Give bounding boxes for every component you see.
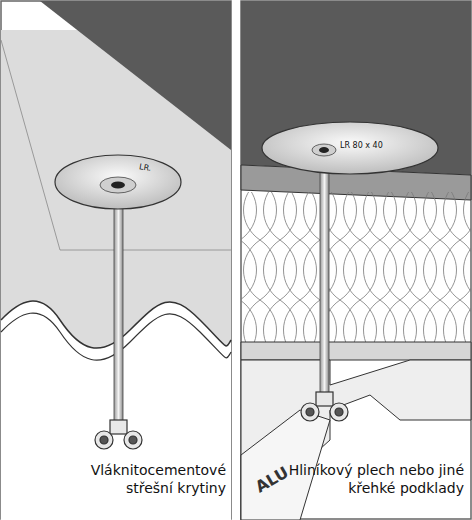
right-panel <box>241 1 471 520</box>
panel-caption: Vláknitocementové střešní krytiny <box>40 462 226 497</box>
panel-caption: Hliníkový plech nebo jiné křehké podklad… <box>258 462 464 497</box>
left-panel <box>1 1 231 520</box>
plate-marking: LR 80 x 40 <box>340 141 420 151</box>
